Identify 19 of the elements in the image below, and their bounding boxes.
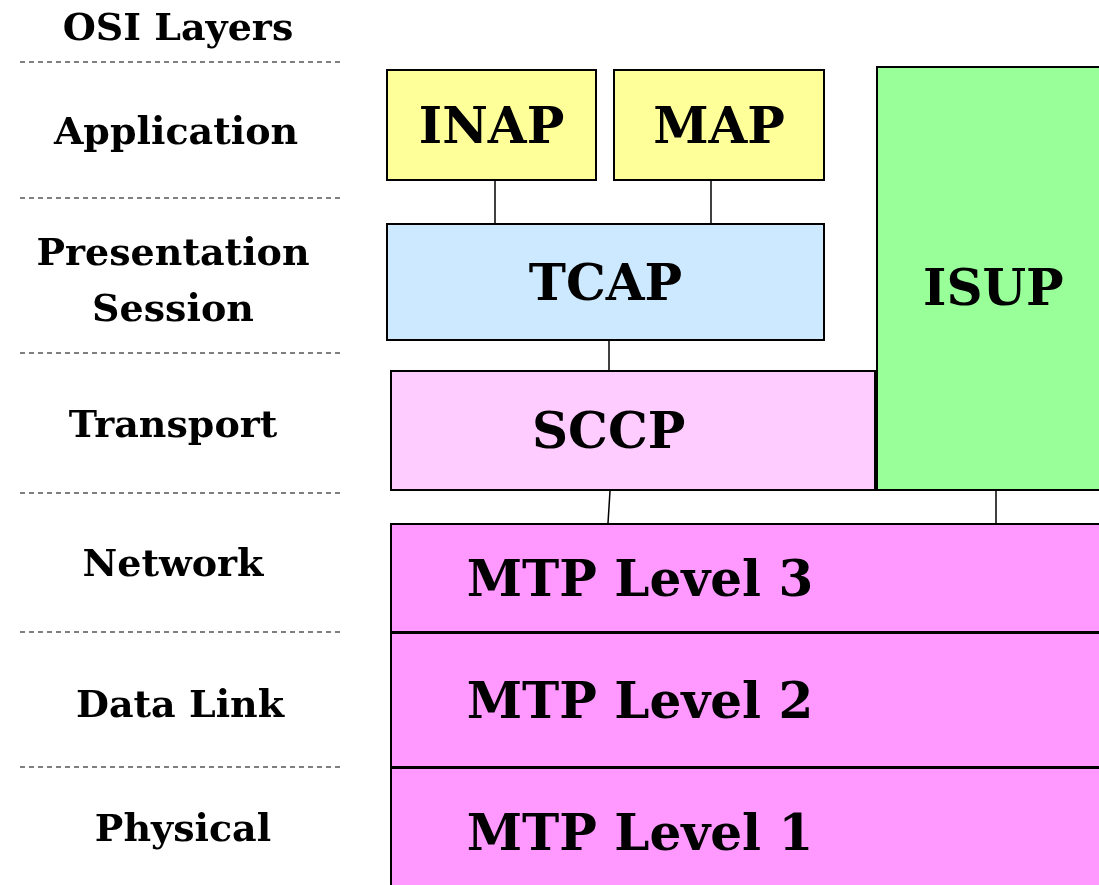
osi-layer-name: Presentation xyxy=(36,233,310,271)
protocol-box: SCCP xyxy=(390,370,876,491)
connector-line xyxy=(607,490,611,524)
osi-layer-name: Data Link xyxy=(75,685,285,723)
osi-layer-name: Session xyxy=(92,289,254,327)
protocol-layer-band: MTP Level 2 xyxy=(390,632,1099,768)
protocol-box: ISUP xyxy=(876,66,1099,491)
osi-layer-name: Application xyxy=(53,112,299,150)
protocol-box: MAP xyxy=(613,69,825,181)
osi-layer-name: Transport xyxy=(68,405,278,443)
osi-layer-name: Network xyxy=(82,544,264,582)
connector-line xyxy=(710,180,712,224)
protocol-box: TCAP xyxy=(386,223,825,341)
connector-line xyxy=(494,180,496,224)
protocol-layer-band: MTP Level 3 xyxy=(390,523,1099,633)
connector-line xyxy=(995,490,997,524)
protocol-layer-band: MTP Level 1 xyxy=(390,767,1099,885)
protocol-box: INAP xyxy=(386,69,597,181)
connector-line xyxy=(608,340,610,371)
